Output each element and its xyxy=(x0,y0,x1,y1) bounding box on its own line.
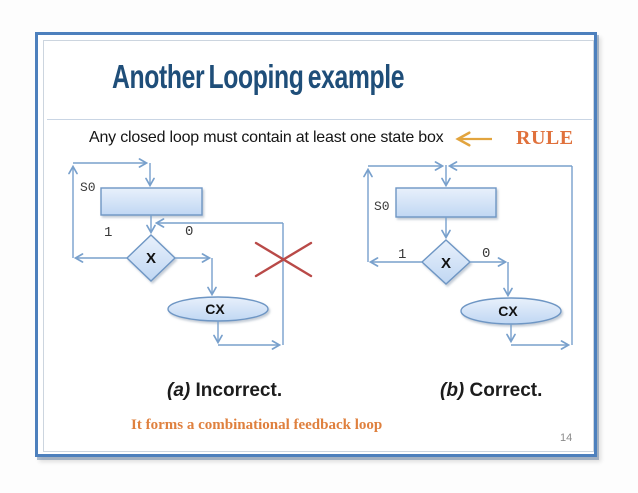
state-box xyxy=(100,187,203,216)
decision-diamond xyxy=(420,239,472,285)
output-label: CX xyxy=(498,303,518,319)
caption-incorrect-text: Incorrect. xyxy=(195,380,283,401)
incorrect-cross-icon xyxy=(254,241,313,278)
decision-label: X xyxy=(146,250,156,267)
branch-zero-label: 0 xyxy=(482,246,490,262)
slide-inner-border xyxy=(43,40,594,452)
title-divider xyxy=(47,119,592,120)
page-number: 14 xyxy=(560,432,573,444)
branch-one-label: 1 xyxy=(398,247,406,263)
caption-incorrect: (a) Incorrect. xyxy=(167,380,282,402)
decision-diamond xyxy=(125,234,177,282)
state-box xyxy=(395,187,497,218)
rule-statement: Any closed loop must contain at least on… xyxy=(89,129,444,146)
note-text: It forms a combinational feedback loop xyxy=(131,417,383,433)
state-label: S0 xyxy=(80,180,96,195)
state-label: S0 xyxy=(374,199,390,214)
slide-outer-border xyxy=(35,32,597,457)
caption-correct-prefix: (b) xyxy=(440,380,465,401)
diagram-correct xyxy=(368,165,573,345)
output-label: CX xyxy=(205,301,225,317)
caption-correct: (b) Correct. xyxy=(440,380,542,402)
branch-one-label: 1 xyxy=(104,225,112,241)
branch-zero-label: 0 xyxy=(185,224,193,240)
decision-label: X xyxy=(441,255,451,272)
rule-label: RULE xyxy=(516,127,574,149)
slide-title: Another Looping example xyxy=(112,58,405,95)
caption-correct-text: Correct. xyxy=(469,380,543,401)
diagram-incorrect xyxy=(73,163,284,345)
caption-incorrect-prefix: (a) xyxy=(167,380,191,401)
